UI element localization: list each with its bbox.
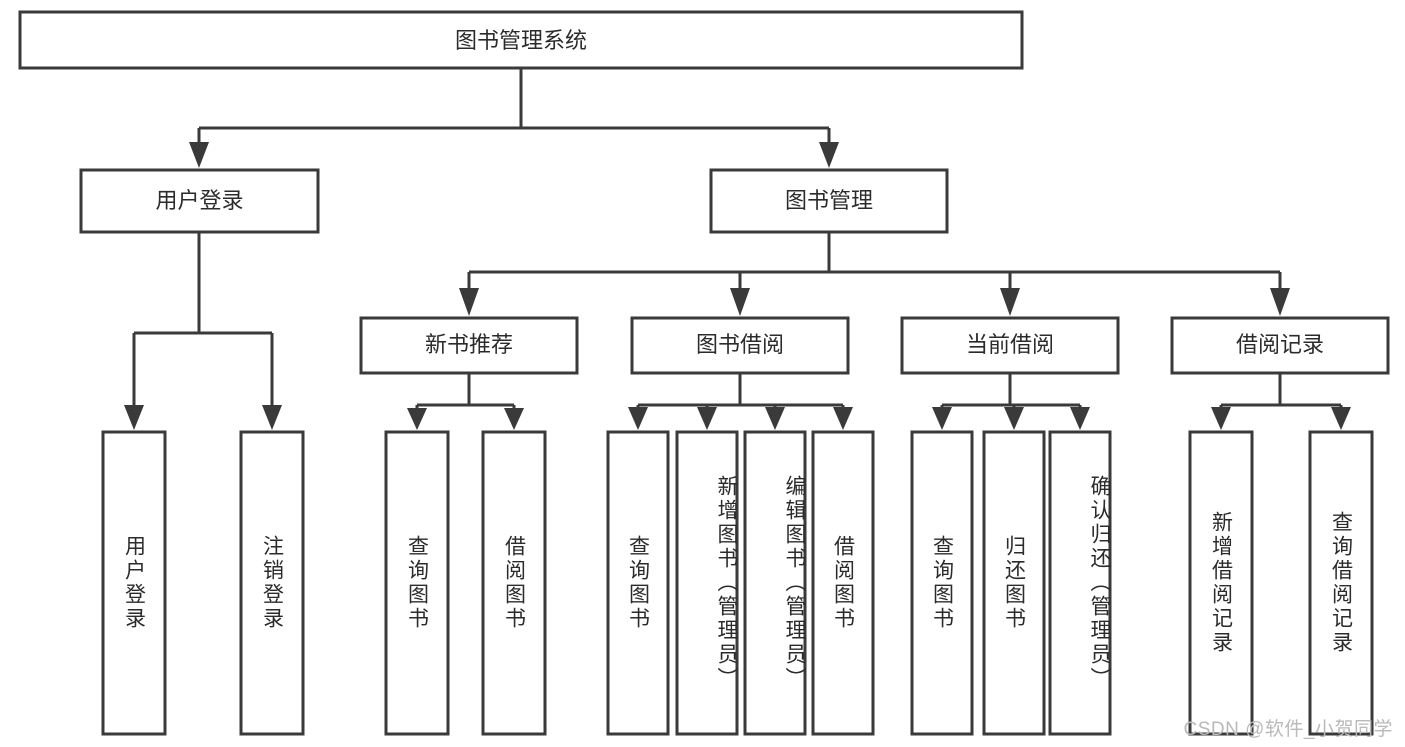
node-root[interactable]: 图书管理系统 — [18, 10, 1024, 70]
node-new-book-recommend[interactable]: 新书推荐 — [359, 316, 579, 375]
leaf-box-edit-book-admin[interactable] — [743, 430, 807, 736]
leaf-box-query-book-2[interactable] — [606, 430, 670, 736]
arrow-head-currentborrow-leaf-2 — [1004, 407, 1024, 430]
leaf-box-query-book-3[interactable] — [910, 430, 974, 736]
arrow-head-newbook-leaf-1 — [407, 408, 427, 430]
node-user-login-box[interactable] — [79, 168, 320, 234]
leaf-box-logout[interactable] — [239, 430, 305, 736]
arrow-head-book-mgmt — [819, 142, 839, 168]
node-book-borrow[interactable]: 图书借阅 — [630, 316, 850, 375]
node-user-login-label: 用户登录 — [155, 188, 243, 213]
node-book-borrow-box[interactable] — [630, 316, 850, 375]
node-new-book-recommend-label: 新书推荐 — [425, 332, 513, 357]
arrow-head-currentborrow-leaf-1 — [932, 407, 952, 430]
leaf-box-add-book-admin[interactable] — [675, 430, 739, 736]
node-borrow-record[interactable]: 借阅记录 — [1170, 316, 1390, 375]
leaf-box-confirm-return-admin[interactable] — [1048, 430, 1112, 736]
leaf-box-user-login[interactable] — [101, 430, 167, 736]
node-book-borrow-label: 图书借阅 — [696, 332, 784, 357]
node-root-label: 图书管理系统 — [455, 28, 587, 53]
arrow-head-bookborrow-leaf-3 — [765, 407, 785, 430]
arrow-head-borrowrecord-leaf-1 — [1211, 407, 1231, 430]
arrow-head-borrowrecord-leaf-2 — [1331, 407, 1351, 430]
arrow-head-bookborrow-leaf-4 — [833, 407, 853, 430]
arrow-head-user-login — [189, 142, 209, 168]
arrow-head-leaf-logout — [262, 405, 282, 430]
node-current-borrow-box[interactable] — [900, 316, 1120, 375]
node-current-borrow[interactable]: 当前借阅 — [900, 316, 1120, 375]
arrow-head-new-book-rec — [459, 288, 479, 316]
leaf-box-borrow-book-2[interactable] — [811, 430, 875, 736]
arrow-head-current-borrow — [1000, 288, 1020, 316]
arrow-head-bookborrow-leaf-1 — [628, 407, 648, 430]
node-borrow-record-label: 借阅记录 — [1236, 332, 1324, 357]
arrow-head-leaf-user-login — [124, 405, 144, 430]
connector-layer — [124, 68, 1351, 430]
arrow-head-bookborrow-leaf-2 — [697, 407, 717, 430]
node-current-borrow-label: 当前借阅 — [966, 332, 1054, 357]
arrow-head-currentborrow-leaf-3 — [1070, 407, 1090, 430]
node-book-management-label: 图书管理 — [785, 188, 873, 213]
leaf-box-query-borrow-record[interactable] — [1308, 430, 1374, 736]
leaf-boxes-layer — [101, 430, 1374, 736]
node-root-box[interactable] — [18, 10, 1024, 70]
csdn-watermark: CSDN @软件_小贺同学 — [1183, 719, 1393, 740]
node-book-management[interactable]: 图书管理 — [709, 168, 949, 234]
node-new-book-recommend-box[interactable] — [359, 316, 579, 375]
arrow-head-book-borrow — [730, 288, 750, 316]
leaf-box-add-borrow-record[interactable] — [1188, 430, 1254, 736]
leaf-box-query-book-1[interactable] — [384, 430, 450, 736]
leaf-box-return-book[interactable] — [982, 430, 1046, 736]
arrow-head-borrow-record — [1270, 288, 1290, 316]
node-user-login[interactable]: 用户登录 — [79, 168, 320, 234]
arrow-head-newbook-leaf-2 — [504, 408, 524, 430]
node-book-management-box[interactable] — [709, 168, 949, 234]
leaf-box-borrow-book-1[interactable] — [481, 430, 547, 736]
node-borrow-record-box[interactable] — [1170, 316, 1390, 375]
